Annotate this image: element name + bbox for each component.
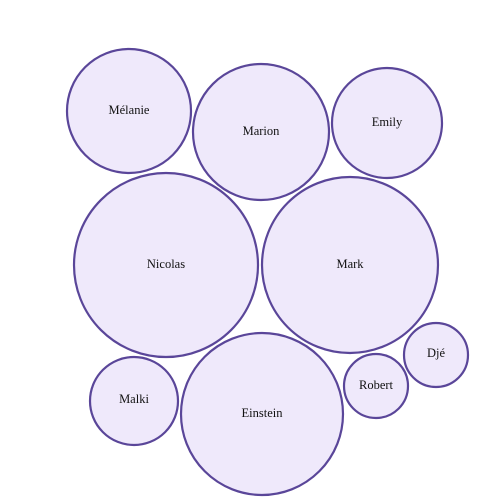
bubble-label: Einstein	[242, 406, 284, 420]
bubble-nicolas[interactable]: Nicolas	[72, 171, 260, 359]
bubble-circle	[179, 331, 345, 497]
bubble-circle	[72, 171, 260, 359]
bubble-robert[interactable]: Robert	[342, 352, 410, 420]
bubble-circle	[88, 355, 180, 447]
bubble-label: Mark	[336, 257, 364, 271]
bubble-circle	[191, 62, 331, 202]
bubble-label: Djé	[427, 346, 446, 360]
bubble-marion[interactable]: Marion	[191, 62, 331, 202]
bubble-circle	[342, 352, 410, 420]
bubble-label: Nicolas	[147, 257, 185, 271]
bubble-einstein[interactable]: Einstein	[179, 331, 345, 497]
bubble-malki[interactable]: Malki	[88, 355, 180, 447]
bubble-circle	[260, 175, 440, 355]
bubble-mark[interactable]: Mark	[260, 175, 440, 355]
bubble-label: Robert	[359, 378, 394, 392]
bubble-emily[interactable]: Emily	[330, 66, 444, 180]
bubble-circle	[402, 321, 470, 389]
bubble-label: Malki	[119, 392, 149, 406]
bubble-label: Emily	[372, 115, 403, 129]
bubble-label: Mélanie	[109, 103, 150, 117]
bubble-circle	[330, 66, 444, 180]
bubble-melanie[interactable]: Mélanie	[65, 47, 193, 175]
bubble-label: Marion	[243, 124, 281, 138]
bubble-dje[interactable]: Djé	[402, 321, 470, 389]
bubble-circle	[65, 47, 193, 175]
